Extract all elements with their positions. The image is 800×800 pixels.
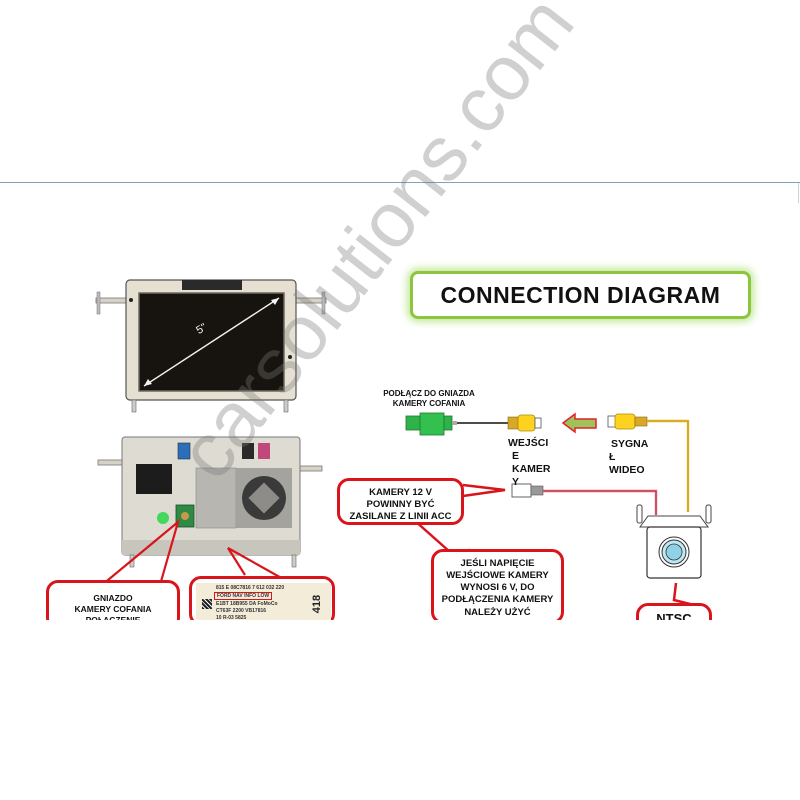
diagram-title-box: CONNECTION DIAGRAM <box>410 271 751 319</box>
page-bottom-blank <box>0 620 800 800</box>
label-line: 815 E 08C7816 7 612 032 220 <box>216 585 285 591</box>
video-signal-line: WIDEO <box>609 464 645 477</box>
label-code: 418 <box>311 594 324 614</box>
callout-line: KAMERY COFANIA <box>74 603 152 614</box>
camera-input-line: Y <box>512 476 520 489</box>
section-divider <box>0 182 800 183</box>
divider-edge <box>798 183 799 203</box>
video-cable-yellow <box>647 419 690 512</box>
datamatrix-icon <box>202 599 212 609</box>
camera-input-line: KAMER <box>512 463 551 476</box>
callout-line: ZASILANE Z LINII ACC <box>349 511 452 523</box>
product-label: 815 E 08C7816 7 612 032 220 FORD NAV INF… <box>196 583 331 625</box>
direction-arrow-icon <box>561 412 597 434</box>
video-signal-label: SYGNA Ł WIDEO <box>609 438 648 477</box>
camera-input-label: WEJŚCI E KAMER Y <box>508 437 551 490</box>
socket-pointers <box>101 518 286 586</box>
label-line: E1BT 18B955 DA FoMoCo <box>216 601 278 607</box>
label-line: 10 R-03 5825 <box>216 615 247 621</box>
diagonal-arrow <box>143 297 280 387</box>
reversing-camera <box>636 504 712 579</box>
callout-line: GNIAZDO <box>93 593 133 603</box>
dc-power-plug <box>511 483 544 498</box>
camera-input-line: WEJŚCI <box>508 437 549 449</box>
video-signal-line: SYGNA <box>611 438 649 450</box>
callout-line: KAMERY 12 V <box>369 487 432 498</box>
label-part-name: FORD NAV INFO LOW <box>214 592 273 601</box>
callout-line: POŁĄCZENIE <box>75 615 152 626</box>
callout-line: WYNOSI 6 V, DO <box>460 582 535 594</box>
callout-line: WEJŚCIOWE KAMERY <box>446 570 549 582</box>
label-line: CT63F 2200 VB17816 <box>216 608 267 614</box>
video-signal-line: Ł <box>609 451 616 464</box>
diagram-title: CONNECTION DIAGRAM <box>440 281 721 308</box>
rca-camera-input <box>507 414 542 432</box>
callout-line: PODŁĄCZENIA KAMERY <box>441 594 554 606</box>
screen-unit-front <box>95 279 327 413</box>
voltage-note-callout: JEŚLI NAPIĘCIE WEJŚCIOWE KAMERY WYNOSI 6… <box>431 549 564 630</box>
callout-line: NALEŻY UŻYĆ <box>464 606 531 618</box>
rca-video-signal <box>607 413 648 430</box>
screen-unit-rear <box>97 436 323 568</box>
callout-line: JEŚLI NAPIĘCIE <box>460 558 535 569</box>
connect-socket-label: PODŁĄCZ DO GNIAZDA KAMERY COFANIA <box>383 389 475 408</box>
power-note-callout: KAMERY 12 V POWINNY BYĆ ZASILANE Z LINII… <box>337 478 464 525</box>
camera-input-line: E <box>512 450 520 463</box>
product-label-callout: 815 E 08C7816 7 612 032 220 FORD NAV INF… <box>189 576 335 626</box>
green-camera-connector <box>405 412 457 436</box>
callout-line: POWINNY BYĆ <box>366 499 435 511</box>
